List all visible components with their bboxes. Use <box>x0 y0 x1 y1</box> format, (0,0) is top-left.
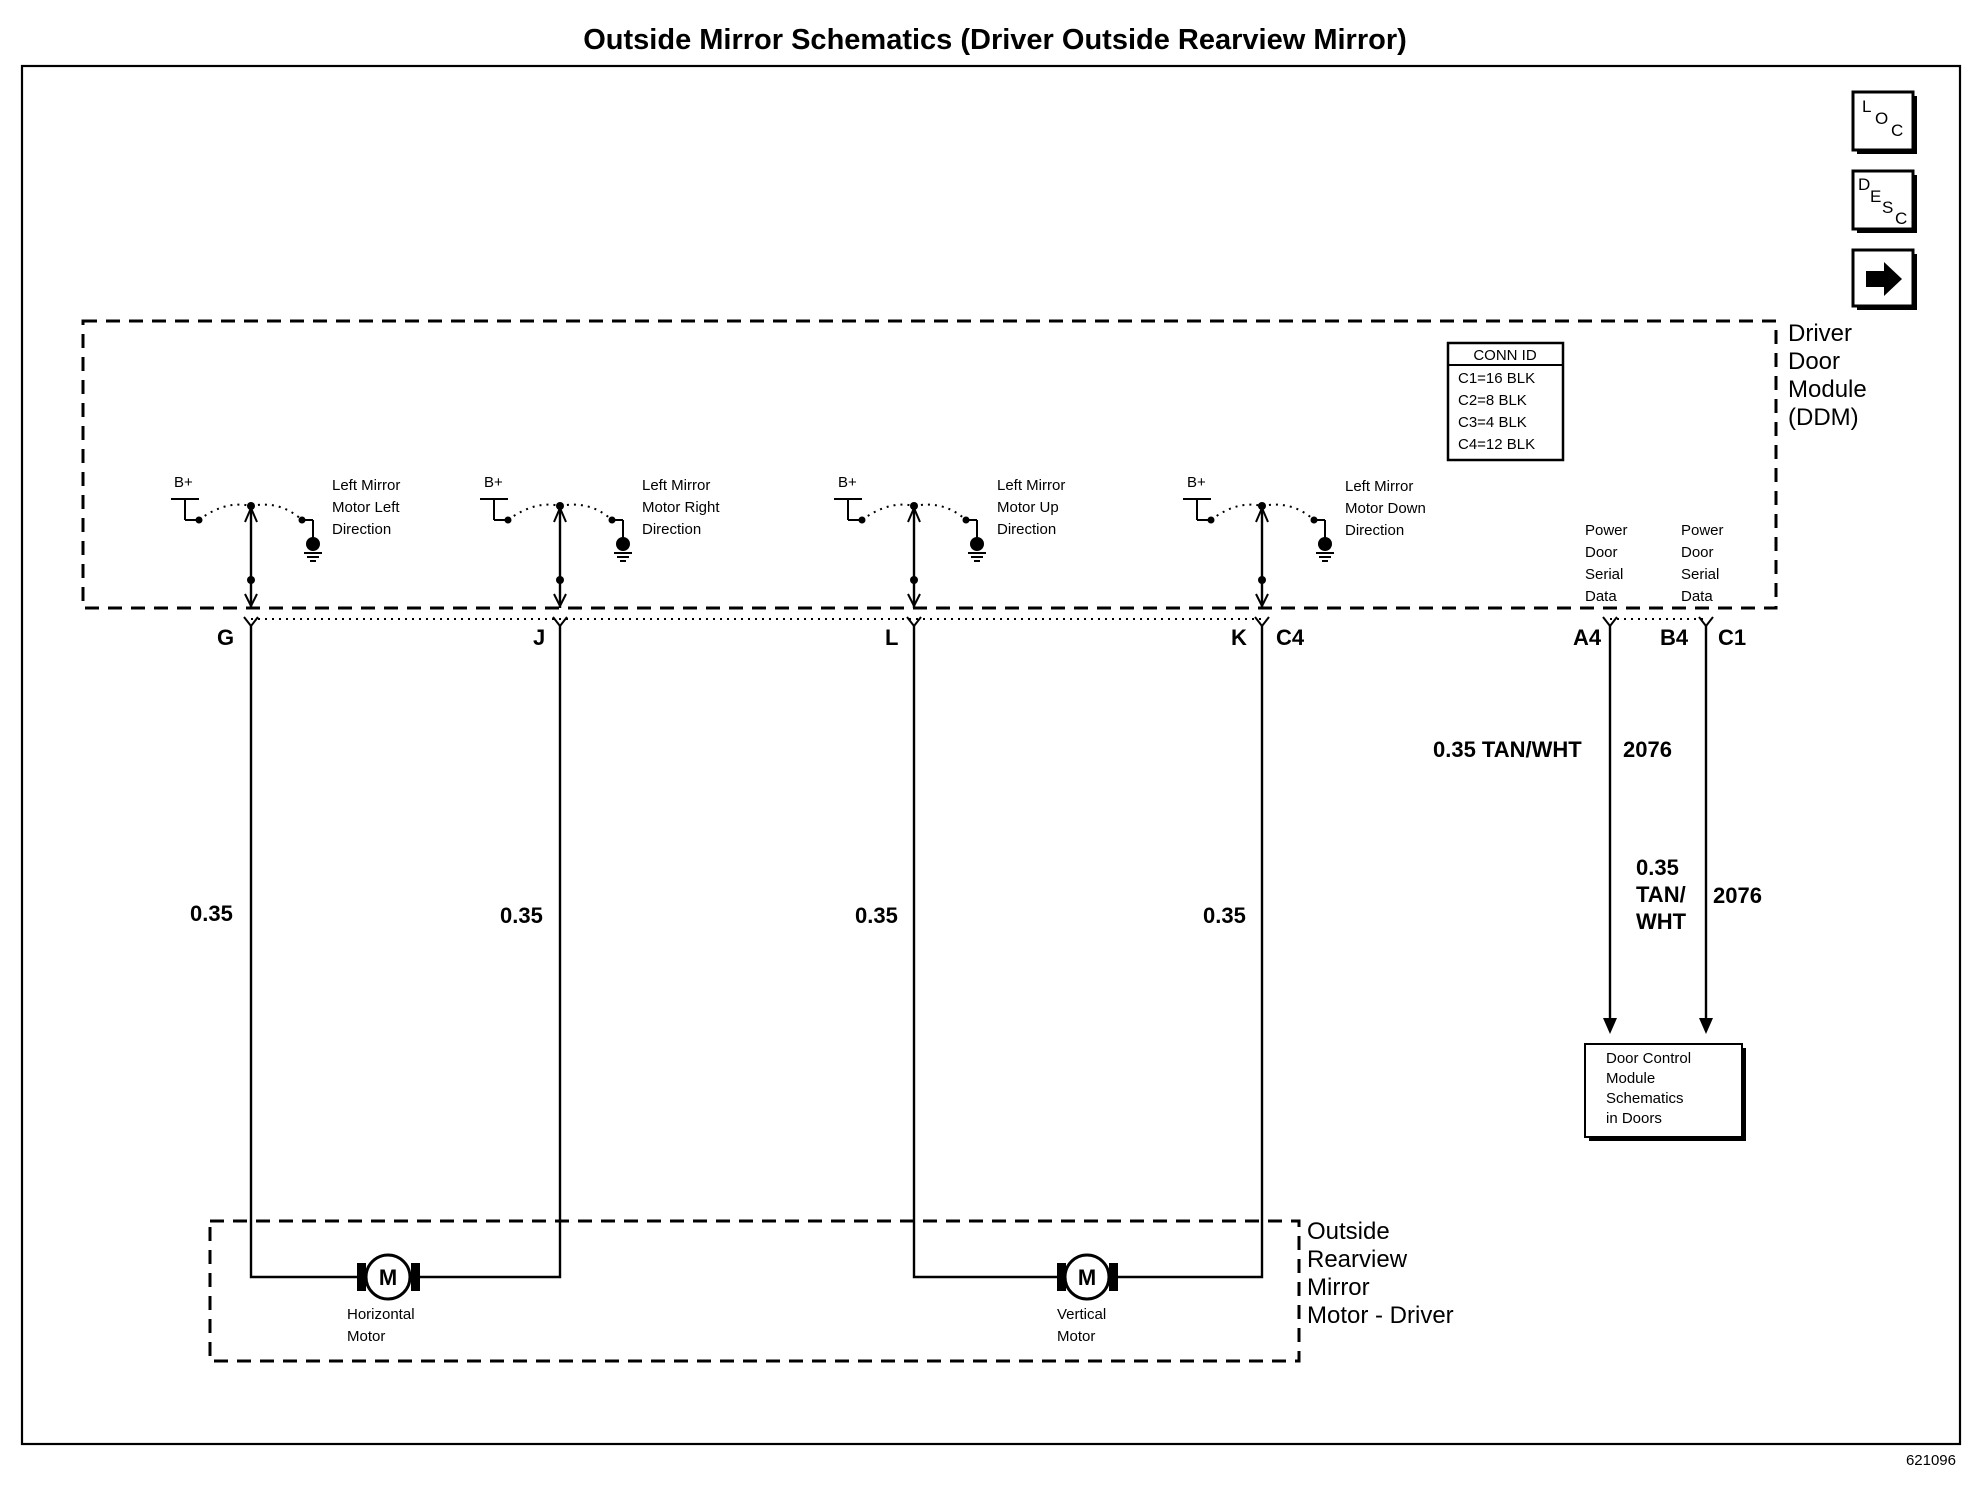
switch-label: Left Mirror Motor Up Direction <box>997 477 1070 538</box>
motor-label: Horizontal Motor <box>347 1306 419 1345</box>
desc-icon[interactable]: D E S C <box>1851 169 1917 233</box>
serial-data-wires <box>1603 626 1713 1034</box>
dcm-reference-box[interactable]: Door Control Module Schematics in Doors <box>1584 1043 1746 1141</box>
loc-icon[interactable]: L O C <box>1851 90 1917 154</box>
conn-id-row: C1=16 BLK <box>1458 370 1535 387</box>
conn-id-row: C4=12 BLK <box>1458 436 1535 453</box>
switch-up-direction: B+ Left Mirror Motor Up Direction <box>834 474 1070 562</box>
serial-wire-circuit-a: 2076 <box>1623 737 1672 762</box>
vertical-motor: M Vertical Motor <box>1057 1253 1118 1345</box>
wire-gauge-label: 0.35 <box>500 903 543 928</box>
switch-right-direction: B+ Left Mirror Motor Right Direction <box>480 474 724 562</box>
loc-icon-letter: C <box>1891 121 1903 140</box>
switch-label: Left Mirror Motor Down Direction <box>1345 478 1430 539</box>
switch-down-direction: B+ Left Mirror Motor Down Direction <box>1183 474 1430 562</box>
desc-icon-letter: E <box>1870 187 1881 206</box>
ddm-label: Driver Door Module (DDM) <box>1788 320 1873 431</box>
motor-symbol: M <box>379 1265 397 1290</box>
pin-label-b4: B4 <box>1660 625 1689 650</box>
conn-id-table: CONN ID C1=16 BLK C2=8 BLK C3=4 BLK C4=1… <box>1446 341 1565 462</box>
pin-label-k: K <box>1231 625 1247 650</box>
connector-label-c4: C4 <box>1276 625 1305 650</box>
diagram-border <box>20 64 1962 1446</box>
switch-output-links <box>244 505 1269 609</box>
supply-label: B+ <box>1187 474 1206 491</box>
wire-gauge-label: 0.35 <box>190 901 233 926</box>
supply-label: B+ <box>174 474 193 491</box>
serial-data-label-b: Power Door Serial Data <box>1681 522 1728 605</box>
motor-symbol: M <box>1078 1265 1096 1290</box>
switch-label: Left Mirror Motor Right Direction <box>642 477 724 538</box>
dcm-box-label: Door Control Module Schematics in Doors <box>1606 1050 1695 1127</box>
serial-data-label-a: Power Door Serial Data <box>1585 522 1632 605</box>
loc-icon-letter: L <box>1862 97 1871 116</box>
supply-label: B+ <box>838 474 857 491</box>
mirror-label: Outside Rearview Mirror Motor - Driver <box>1307 1218 1454 1329</box>
pin-label-g: G <box>217 625 234 650</box>
desc-icon-letter: D <box>1858 175 1870 194</box>
motor-label: Vertical Motor <box>1057 1306 1110 1345</box>
conn-id-row: C3=4 BLK <box>1458 414 1527 431</box>
switch-left-direction: B+ Left Mirror Motor Left Direction <box>171 474 405 562</box>
motor-wires <box>249 626 1264 1279</box>
connector-label-c1: C1 <box>1718 625 1746 650</box>
pin-label-j: J <box>533 625 545 650</box>
wire-gauge-label: 0.35 <box>855 903 898 928</box>
horizontal-motor: M Horizontal Motor <box>347 1253 420 1345</box>
pin-label-a4: A4 <box>1573 625 1602 650</box>
conn-id-row: C2=8 BLK <box>1458 392 1527 409</box>
wire-gauge-label: 0.35 <box>1203 903 1246 928</box>
pin-label-l: L <box>885 625 898 650</box>
serial-wire-spec-a: 0.35 TAN/WHT <box>1433 737 1582 762</box>
next-arrow-icon[interactable] <box>1851 248 1917 310</box>
connector-pins <box>243 616 1714 628</box>
figure-number: 621096 <box>1906 1452 1956 1469</box>
supply-label: B+ <box>484 474 503 491</box>
serial-wire-spec-b: 0.35 TAN/ WHT <box>1636 855 1692 934</box>
desc-icon-letter: S <box>1882 198 1893 217</box>
switch-label: Left Mirror Motor Left Direction <box>332 477 405 538</box>
conn-id-header: CONN ID <box>1473 347 1537 364</box>
mirror-boundary <box>208 1219 1301 1363</box>
desc-icon-letter: C <box>1895 209 1907 228</box>
loc-icon-letter: O <box>1875 109 1888 128</box>
serial-wire-circuit-b: 2076 <box>1713 883 1762 908</box>
page-title: Outside Mirror Schematics (Driver Outsid… <box>583 24 1407 56</box>
